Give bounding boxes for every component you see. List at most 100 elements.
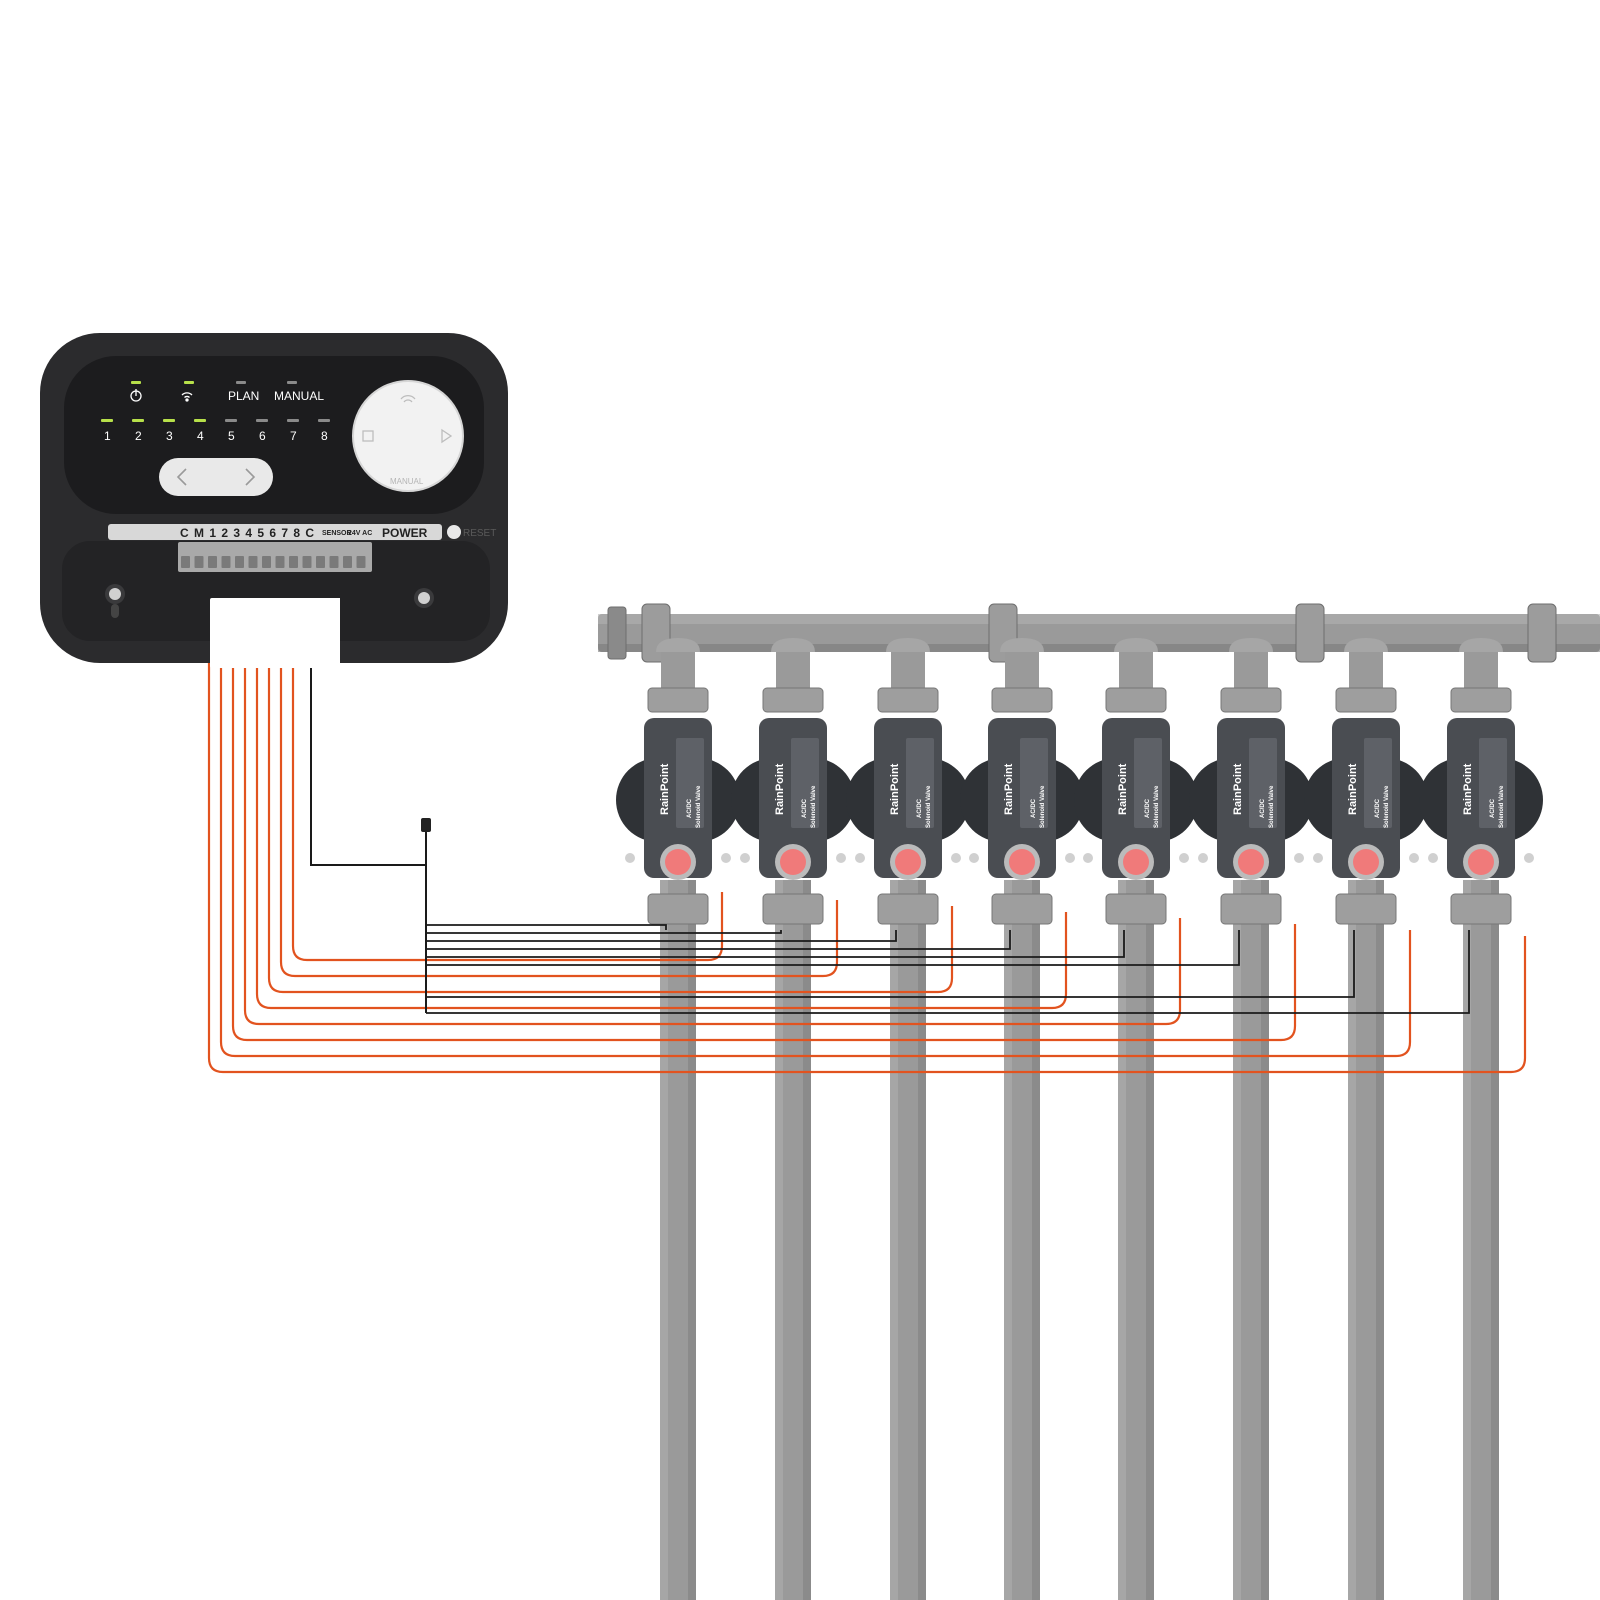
chevron-left-icon[interactable] [176, 468, 187, 486]
valve-voltage: AC/DC [1375, 798, 1381, 818]
common-branch-6 [426, 930, 1240, 966]
wifi-icon [400, 395, 416, 403]
reset-button[interactable] [447, 525, 461, 539]
top-union [1335, 687, 1397, 713]
valve-voltage: AC/DC [687, 798, 693, 818]
manual-led [287, 381, 297, 384]
zone-wire-1 [291, 560, 724, 962]
ac-label: 24V AC [348, 530, 372, 537]
zone-wire-4 [255, 560, 1068, 1010]
bottom-union [1335, 893, 1397, 925]
terminal-block [178, 542, 372, 572]
valve-bolt [969, 853, 979, 863]
valve-type: Solenoid Valve [1269, 785, 1275, 828]
pipe-shadow [1146, 880, 1154, 1600]
terminal-screw [208, 556, 217, 568]
zone-led-3 [163, 419, 175, 422]
valve-voltage: AC/DC [1145, 798, 1151, 818]
flow-dial[interactable] [1353, 849, 1379, 875]
controller: RESET C M 1 2 3 4 5 6 7 8 C SENSOR 24V A… [40, 333, 508, 668]
zone-led-5 [225, 419, 237, 422]
flow-dial[interactable] [1123, 849, 1149, 875]
pipe-shadow [1491, 880, 1499, 1600]
valve-bolt [1198, 853, 1208, 863]
zone-number-4: 4 [197, 429, 204, 443]
zone-led-4 [194, 419, 206, 422]
valve-voltage: AC/DC [1031, 798, 1037, 818]
sensor-label: SENSOR [322, 530, 352, 537]
top-union [1105, 687, 1167, 713]
valve-type: Solenoid Valve [1499, 785, 1505, 828]
common-branch-4 [426, 930, 1011, 950]
valve-bolt [855, 853, 865, 863]
valve-bolt [1409, 853, 1419, 863]
pipe-highlight [1118, 880, 1126, 1600]
elbow-fitting [1344, 638, 1388, 652]
mount-screw-left [105, 584, 125, 618]
top-union [1450, 687, 1512, 713]
terminal-label-strip [108, 524, 442, 540]
valve-brand: RainPoint [1462, 763, 1474, 815]
valve-bolt [721, 853, 731, 863]
pipe-shadow [1032, 880, 1040, 1600]
flow-dial[interactable] [665, 849, 691, 875]
top-union [1220, 687, 1282, 713]
play-icon[interactable] [441, 428, 453, 444]
elbow-fitting [1000, 638, 1044, 652]
terminal-screw [302, 556, 312, 568]
valve-bolt [836, 853, 846, 863]
chevron-right-icon[interactable] [245, 468, 256, 486]
flow-dial[interactable] [1468, 849, 1494, 875]
common-branch-5 [426, 930, 1125, 958]
zone-wire-5 [243, 560, 1182, 1026]
wifi-led [184, 381, 194, 384]
valve-bolt [951, 853, 961, 863]
pipe-highlight [1233, 880, 1241, 1600]
common-branch-3 [426, 930, 897, 942]
elbow-fitting [1229, 638, 1273, 652]
flow-dial[interactable] [895, 849, 921, 875]
terminal-labels: C M 1 2 3 4 5 6 7 8 C [180, 526, 315, 540]
valve-type: Solenoid Valve [696, 785, 702, 828]
mount-screw-right [414, 588, 434, 608]
terminal-screw [248, 556, 258, 568]
valve-label-plate [791, 738, 819, 828]
pipe-highlight [660, 880, 668, 1600]
top-union [647, 687, 709, 713]
elbow-fitting [1459, 638, 1503, 652]
nav-button[interactable] [159, 458, 273, 496]
zone-number-6: 6 [259, 429, 266, 443]
pipe-shadow [803, 880, 811, 1600]
zone-wire-8 [207, 560, 1527, 1074]
valve-bolt [740, 853, 750, 863]
zone-number-3: 3 [166, 429, 173, 443]
pipe-highlight [775, 880, 783, 1600]
valve-voltage: AC/DC [1490, 798, 1496, 818]
valve-bolt [1294, 853, 1304, 863]
bottom-union [877, 893, 939, 925]
zone-wire-2 [279, 560, 839, 978]
stop-icon[interactable] [362, 430, 374, 442]
valve-label-plate [1364, 738, 1392, 828]
valve-bolt [1524, 853, 1534, 863]
flow-dial[interactable] [780, 849, 806, 875]
valve-type: Solenoid Valve [811, 785, 817, 828]
plan-led [236, 381, 246, 384]
elbow-fitting [771, 638, 815, 652]
valve-brand: RainPoint [1117, 763, 1129, 815]
valve-label-plate [1479, 738, 1507, 828]
bottom-union [1105, 893, 1167, 925]
flow-dial[interactable] [1009, 849, 1035, 875]
common-branch-2 [426, 930, 782, 934]
terminal-screw [343, 556, 352, 568]
bottom-union [1450, 893, 1512, 925]
bottom-union [1220, 893, 1282, 925]
terminal-screw [221, 556, 231, 568]
control-dial[interactable]: MANUAL [352, 380, 464, 492]
flow-dial[interactable] [1238, 849, 1264, 875]
